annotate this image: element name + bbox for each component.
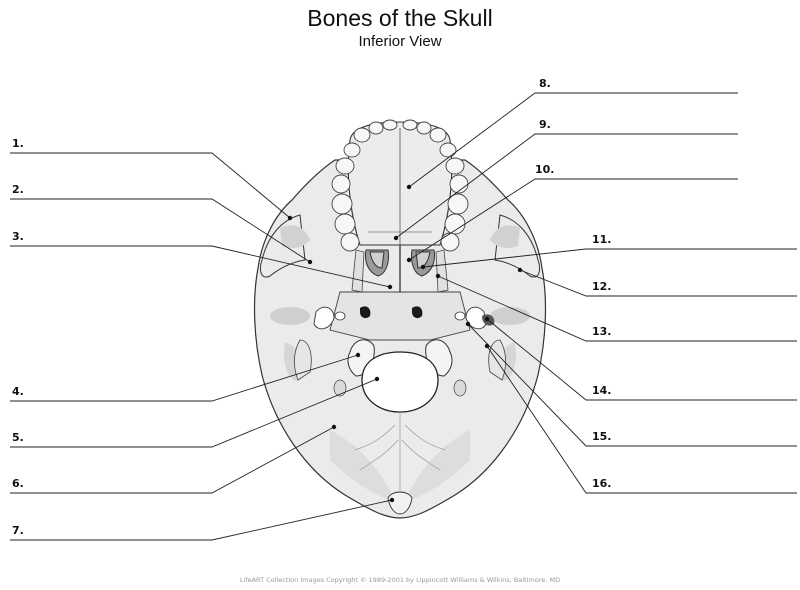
label-6: 6. — [12, 477, 24, 490]
label-16: 16. — [592, 477, 612, 490]
leader-lines-right — [395, 92, 797, 494]
shade-temporal-right — [490, 307, 530, 325]
foramen-ovale-right — [454, 311, 466, 321]
shade-occipital — [330, 430, 395, 500]
choanae — [365, 249, 435, 277]
label-5: 5. — [12, 431, 24, 444]
occipital-protuberance — [387, 491, 413, 515]
page-title: Bones of the Skull — [307, 5, 493, 31]
copyright-credit: LifeART Collection Images Copyright © 19… — [239, 576, 561, 584]
page-subtitle: Inferior View — [358, 33, 442, 50]
label-8: 8. — [539, 77, 551, 90]
label-15: 15. — [592, 430, 612, 443]
teeth-front — [368, 119, 432, 135]
foramen-ovale-left — [334, 311, 346, 321]
foramen-magnum — [361, 351, 439, 413]
leader-lines-left — [10, 152, 393, 541]
occipital-ridges — [354, 412, 446, 490]
label-14: 14. — [592, 384, 612, 397]
label-3: 3. — [12, 230, 24, 243]
label-11: 11. — [592, 233, 612, 246]
label-9: 9. — [539, 118, 551, 131]
label-2: 2. — [12, 183, 24, 196]
mastoid-left — [333, 379, 347, 397]
foramen-left — [360, 306, 371, 319]
mandibular-fossa-left — [313, 306, 335, 330]
leader-dots — [287, 184, 523, 503]
label-7: 7. — [12, 524, 24, 537]
shade-left — [280, 225, 310, 248]
label-13: 13. — [592, 325, 612, 338]
shade-right — [490, 225, 520, 248]
teeth-right — [429, 127, 469, 252]
sphenoid-body — [329, 291, 471, 341]
teeth-left — [331, 127, 371, 252]
styloid-left — [294, 339, 312, 381]
mandibular-fossa-right — [465, 306, 487, 330]
shade-occipital-right — [405, 430, 470, 500]
shade-temporal-left — [270, 307, 310, 325]
label-10: 10. — [535, 163, 555, 176]
mastoid-right — [453, 379, 467, 397]
label-1: 1. — [12, 137, 24, 150]
label-12: 12. — [592, 280, 612, 293]
foramen-right — [412, 306, 423, 319]
label-4: 4. — [12, 385, 24, 398]
